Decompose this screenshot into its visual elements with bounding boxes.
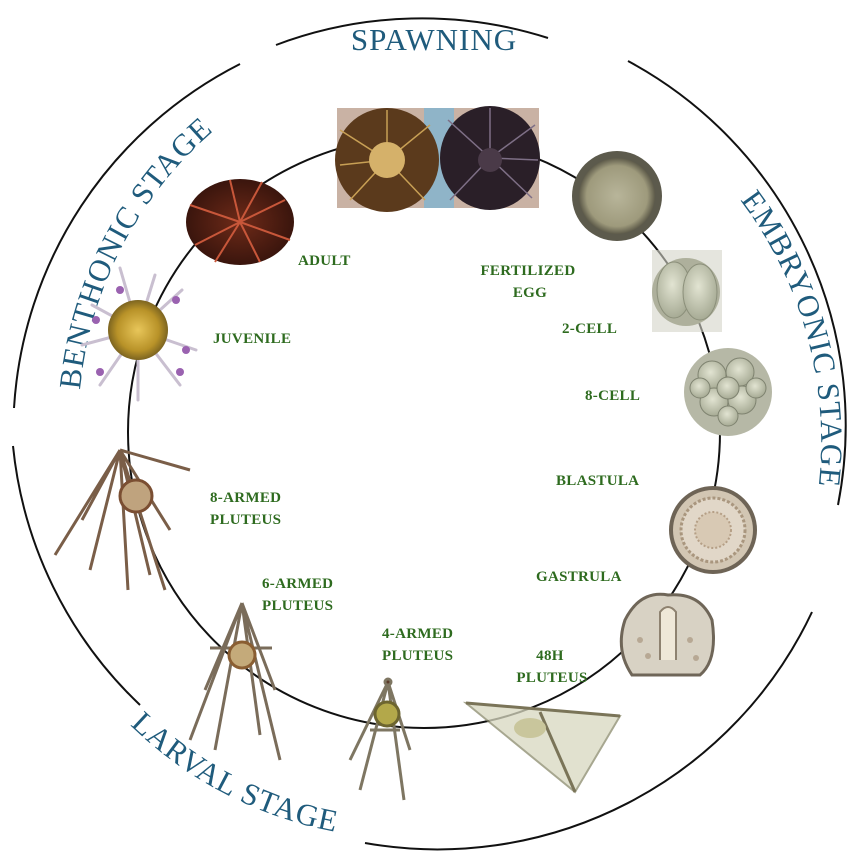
two-cell-image [652,250,722,332]
label-6arm-line1: 6-ARMED [262,576,333,592]
label-4arm-pluteus: 4-ARMED PLUTEUS [382,626,457,664]
stage-labels: ADULT FERTILIZED EGG 2-CELL JUVENILE 8-C… [210,253,640,686]
label-8arm-pluteus: 8-ARMED PLUTEUS [210,490,285,528]
phase-title-embryonic: EMBRYONIC STAGE [734,184,849,490]
label-6arm-pluteus: 6-ARMED PLUTEUS [262,576,337,614]
svg-text:EMBRYONIC STAGE: EMBRYONIC STAGE [734,184,849,490]
label-48h-line2: PLUTEUS [516,670,587,686]
label-eight-cell: 8-CELL [585,388,640,404]
spawning-photo [335,106,540,212]
label-fertilized-egg-line2: EGG [513,285,547,301]
label-fertilized-egg-line1: FERTILIZED [480,263,575,279]
label-gastrula: GASTRULA [536,569,622,585]
eight-cell-image [684,348,772,436]
phase-title-larval: LARVAL STAGE [125,705,342,839]
svg-text:LARVAL STAGE: LARVAL STAGE [125,705,342,839]
label-4arm-line2: PLUTEUS [382,648,453,664]
adult-urchin-image [186,179,294,265]
label-8arm-line2: PLUTEUS [210,512,281,528]
blastula-image [671,488,755,572]
label-juvenile: JUVENILE [213,331,291,347]
label-6arm-line2: PLUTEUS [262,598,333,614]
label-blastula: BLASTULA [556,473,639,489]
label-48h-line1: 48H [536,648,564,664]
label-two-cell: 2-CELL [562,321,617,337]
label-fertilized-egg: FERTILIZED EGG [480,263,579,301]
label-4arm-line1: 4-ARMED [382,626,453,642]
urchin-male-icon [335,108,439,212]
pluteus-8arm-image [55,450,190,590]
label-8arm-line1: 8-ARMED [210,490,281,506]
pluteus-48h-image [466,703,620,792]
label-48h-pluteus: 48H PLUTEUS [516,648,587,686]
label-adult: ADULT [298,253,351,269]
pluteus-4arm-image [350,679,410,800]
phase-title-spawning: SPAWNING [351,22,517,57]
gastrula-image [621,594,713,675]
fertilized-egg-image [572,151,662,241]
urchin-female-icon [440,106,540,210]
